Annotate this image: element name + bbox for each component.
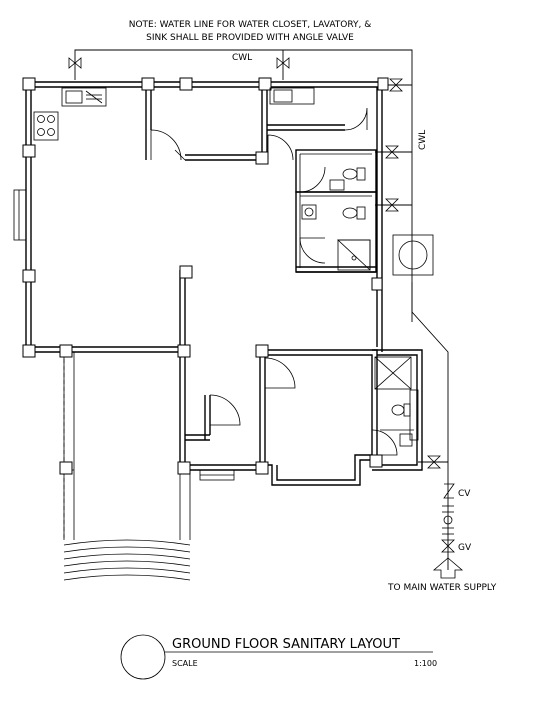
walls <box>13 81 423 581</box>
gv-label: GV <box>458 543 472 553</box>
main-supply-arrow-icon <box>432 557 464 579</box>
valve-toilet1-icon <box>385 145 399 159</box>
scale-value: 1:100 <box>414 659 437 668</box>
check-valve-icon: CV <box>443 483 471 499</box>
note-block: NOTE: WATER LINE FOR WATER CLOSET, LAVAT… <box>129 20 372 43</box>
cv-label: CV <box>458 489 471 499</box>
cwl-main-pipe <box>74 49 413 322</box>
shower-tray-2-icon <box>374 356 412 390</box>
water-closet-1-icon <box>342 167 366 181</box>
lavatory-1-icon <box>329 179 345 191</box>
water-tank-icon <box>392 234 434 276</box>
valve-toilet2-icon <box>385 198 399 212</box>
water-closet-2-icon <box>342 206 366 220</box>
cwl-side-label: CWL <box>418 130 428 150</box>
water-closet-3-icon <box>391 403 411 417</box>
valve-kitchen-icon <box>276 57 290 69</box>
union-fitting-icon <box>442 505 454 535</box>
kitchen-sink-icon <box>61 87 107 107</box>
doors <box>150 107 398 456</box>
valve-top-right-icon <box>389 78 403 92</box>
title-bubble <box>120 634 166 680</box>
note-line-2: SINK SHALL BE PROVIDED WITH ANGLE VALVE <box>146 33 354 43</box>
shower-tray-1-icon <box>336 239 371 271</box>
valve-bath2-icon <box>427 455 441 469</box>
lavatory-3-icon <box>399 433 413 447</box>
structural-columns <box>22 77 389 475</box>
main-supply-label: TO MAIN WATER SUPPLY <box>387 583 497 593</box>
fixtures <box>33 87 434 447</box>
gate-valve-icon: GV <box>441 539 472 553</box>
title-text: GROUND FLOOR SANITARY LAYOUT <box>172 637 400 652</box>
cold-water-line: CV GV TO MAIN WATER SUPPLY CWL CWL <box>68 49 497 593</box>
stove-icon <box>33 111 59 141</box>
cwl-top-label: CWL <box>232 53 252 63</box>
note-line-1: NOTE: WATER LINE FOR WATER CLOSET, LAVAT… <box>129 20 372 30</box>
title-block: GROUND FLOOR SANITARY LAYOUT SCALE 1:100 <box>120 634 437 680</box>
scale-label: SCALE <box>172 659 198 668</box>
cwl-riser-down <box>411 282 449 478</box>
wash-basin-icon <box>269 87 315 105</box>
valve-sink-icon <box>68 57 82 69</box>
lavatory-2-icon <box>301 204 317 220</box>
